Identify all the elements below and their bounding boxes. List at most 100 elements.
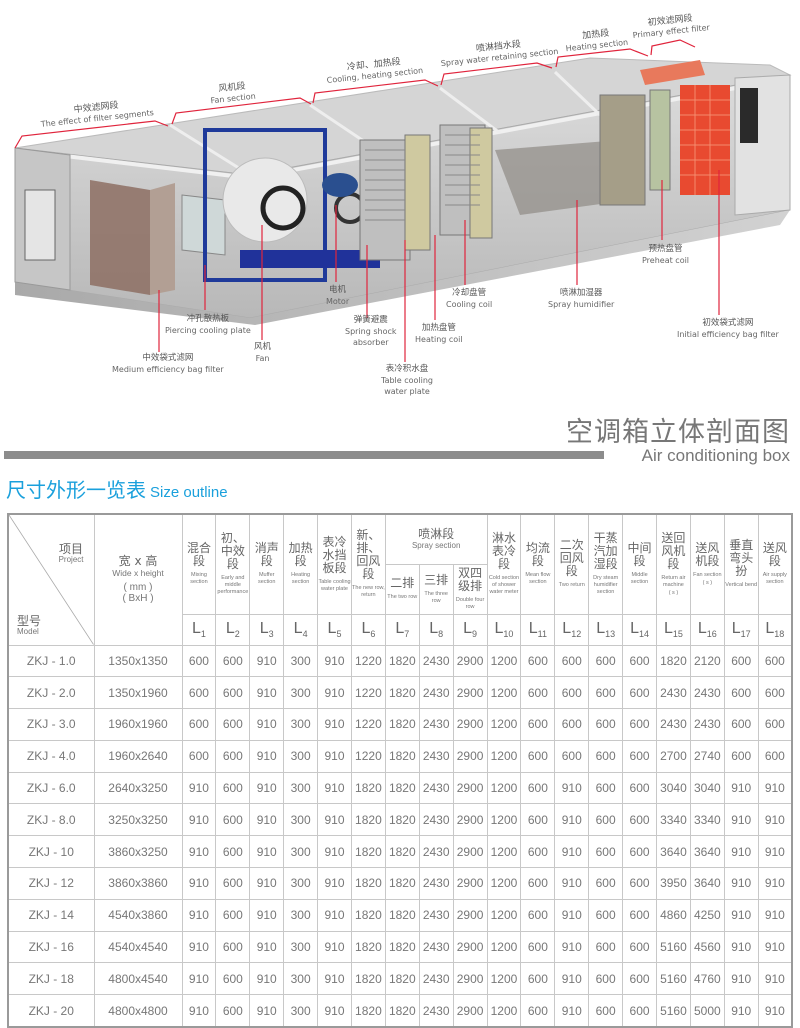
value-cell-l15: 3340	[655, 803, 691, 837]
value-cell-l4: 300	[283, 739, 319, 773]
value-cell-l13: 600	[588, 644, 624, 678]
value-cell-l5: 910	[317, 771, 352, 805]
value-cell-l10: 1200	[486, 994, 522, 1028]
value-cell-l17: 910	[723, 803, 759, 837]
length-symbol-l18: L18	[757, 613, 793, 646]
value-cell-l3: 910	[249, 930, 285, 964]
value-cell-l16: 3040	[689, 771, 725, 805]
value-cell-l16: 4250	[689, 898, 725, 932]
length-symbol-l13: L13	[588, 613, 624, 646]
value-cell-l1: 910	[181, 898, 217, 932]
value-cell-l2: 600	[215, 708, 251, 741]
value-cell-l4: 300	[283, 867, 319, 900]
value-cell-l9: 2900	[452, 803, 488, 837]
value-cell-l6: 1220	[350, 708, 386, 741]
value-cell-l7: 1820	[384, 771, 420, 805]
value-cell-l16: 2740	[689, 739, 725, 773]
value-cell-l17: 600	[723, 644, 759, 678]
value-cell-l5: 910	[317, 676, 352, 710]
value-cell-l8: 2430	[418, 994, 454, 1028]
value-cell-l3: 910	[249, 771, 285, 805]
value-cell-l7: 1820	[384, 739, 420, 773]
value-cell-l13: 600	[588, 930, 624, 964]
length-symbol-l7: L7	[384, 613, 420, 646]
value-cell-l6: 1220	[350, 739, 386, 773]
callout-piercing-cooling-plate: 冲孔散热板 Piercing cooling plate	[165, 314, 251, 335]
size-outline-title-cn: 尺寸外形一览表	[6, 478, 146, 502]
value-cell-l1: 910	[181, 962, 217, 996]
value-cell-l17: 910	[723, 962, 759, 996]
value-cell-l18: 910	[757, 930, 793, 964]
dimensions-header: 宽 x 高 Wide x height ( mm ) ( BxH )	[93, 513, 183, 646]
value-cell-l7: 1820	[384, 867, 420, 900]
value-cell-l5: 910	[317, 930, 352, 964]
air-handler-3d-drawing	[14, 39, 792, 362]
value-cell-l13: 600	[588, 676, 624, 710]
value-cell-l8: 2430	[418, 803, 454, 837]
value-cell-l10: 1200	[486, 898, 522, 932]
value-cell-l7: 1820	[384, 994, 420, 1028]
value-cell-l13: 600	[588, 835, 624, 869]
model-cell: ZKJ - 6.0	[7, 771, 95, 805]
value-cell-l3: 910	[249, 708, 285, 741]
value-cell-l6: 1220	[350, 644, 386, 678]
value-cell-l6: 1820	[350, 771, 386, 805]
value-cell-l3: 910	[249, 867, 285, 900]
value-cell-l15: 5160	[655, 994, 691, 1028]
length-symbol-l4: L4	[283, 613, 319, 646]
value-cell-l5: 910	[317, 962, 352, 996]
diagonal-divider	[9, 515, 94, 645]
value-cell-l12: 910	[554, 962, 590, 996]
value-cell-l7: 1820	[384, 898, 420, 932]
value-cell-l6: 1820	[350, 930, 386, 964]
value-cell-l2: 600	[215, 867, 251, 900]
model-cell: ZKJ - 3.0	[7, 708, 95, 741]
length-symbol-l16: L16	[689, 613, 725, 646]
value-cell-l2: 600	[215, 644, 251, 678]
length-symbol-l6: L6	[350, 613, 386, 646]
value-cell-l15: 2700	[655, 739, 691, 773]
value-cell-l12: 600	[554, 739, 590, 773]
value-cell-l10: 1200	[486, 867, 522, 900]
value-cell-l9: 2900	[452, 644, 488, 678]
value-cell-l5: 910	[317, 867, 352, 900]
value-cell-l3: 910	[249, 739, 285, 773]
value-cell-l13: 600	[588, 771, 624, 805]
value-cell-l9: 2900	[452, 930, 488, 964]
size-cell: 4540x3860	[93, 898, 183, 932]
value-cell-l7: 1820	[384, 803, 420, 837]
size-cell: 1350x1350	[93, 644, 183, 678]
value-cell-l9: 2900	[452, 962, 488, 996]
value-cell-l6: 1820	[350, 962, 386, 996]
value-cell-l2: 600	[215, 771, 251, 805]
model-cell: ZKJ - 20	[7, 994, 95, 1028]
value-cell-l6: 1820	[350, 898, 386, 932]
value-cell-l14: 600	[622, 898, 657, 932]
value-cell-l8: 2430	[418, 644, 454, 678]
value-cell-l14: 600	[622, 930, 657, 964]
size-cell: 3860x3250	[93, 835, 183, 869]
value-cell-l1: 600	[181, 739, 217, 773]
value-cell-l8: 2430	[418, 835, 454, 869]
value-cell-l4: 300	[283, 771, 319, 805]
model-cell: ZKJ - 1.0	[7, 644, 95, 678]
value-cell-l8: 2430	[418, 898, 454, 932]
value-cell-l14: 600	[622, 867, 657, 900]
value-cell-l8: 2430	[418, 676, 454, 710]
value-cell-l9: 2900	[452, 994, 488, 1028]
value-cell-l4: 300	[283, 835, 319, 869]
value-cell-l5: 910	[317, 835, 352, 869]
value-cell-l17: 910	[723, 835, 759, 869]
value-cell-l15: 3640	[655, 835, 691, 869]
